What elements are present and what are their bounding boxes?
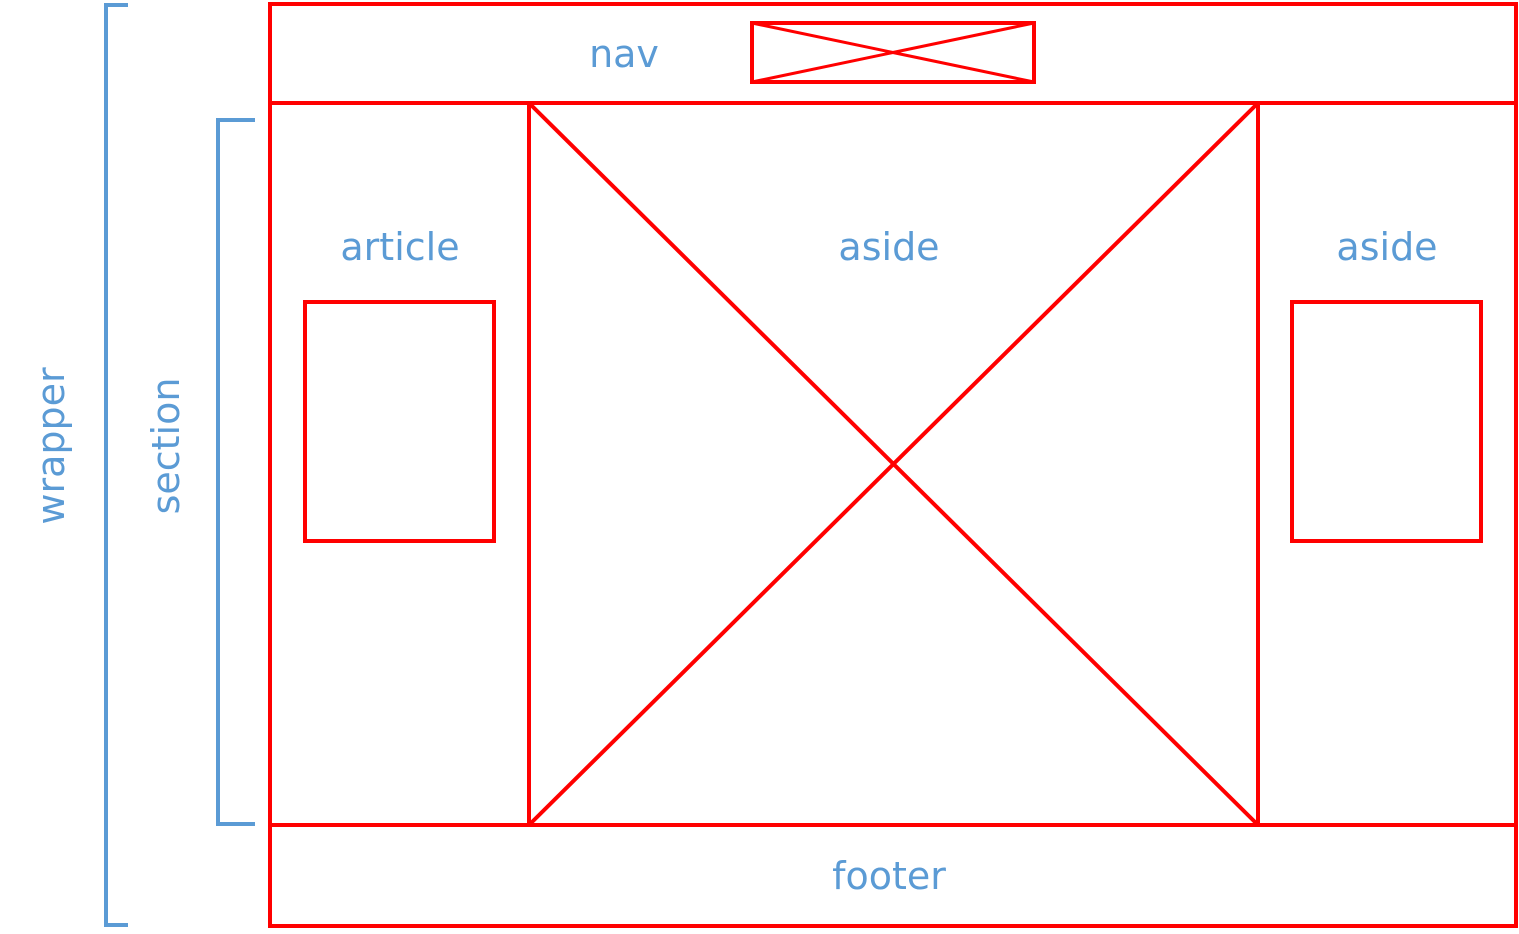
footer-label: footer <box>832 854 946 898</box>
center-aside-placeholder-x <box>527 101 1260 827</box>
section-bracket <box>216 118 255 826</box>
article-inner-box <box>303 300 496 543</box>
wrapper-bracket <box>104 3 128 927</box>
right-aside-label: aside <box>1336 225 1437 269</box>
nav-image-placeholder <box>750 21 1036 84</box>
nav-label: nav <box>589 32 659 76</box>
wrapper-label: wrapper <box>29 367 73 525</box>
section-label: section <box>144 378 188 515</box>
right-aside-inner-box <box>1290 300 1483 543</box>
wrapper-box <box>268 2 1518 928</box>
article-label: article <box>340 225 459 269</box>
center-aside-label: aside <box>838 225 939 269</box>
